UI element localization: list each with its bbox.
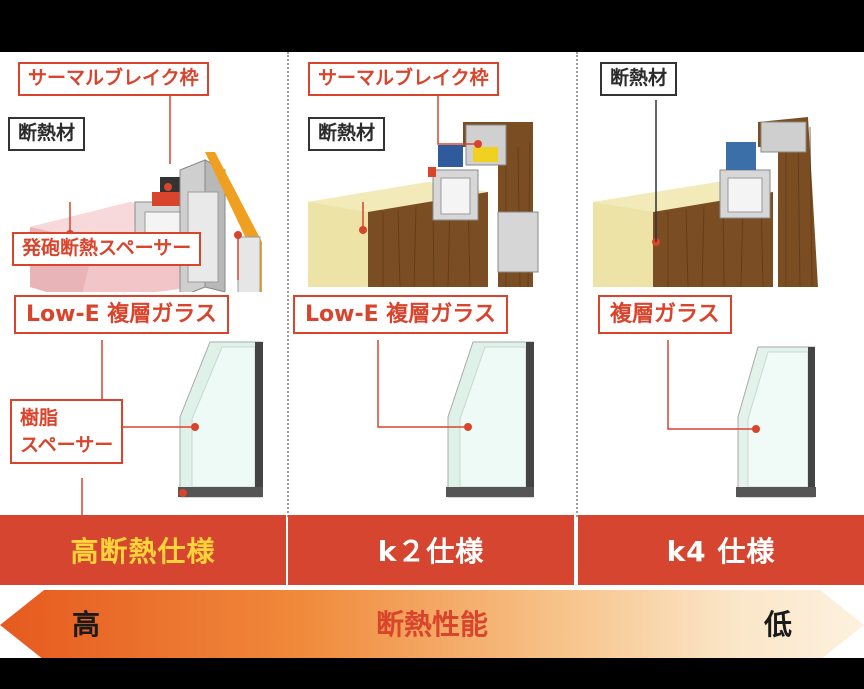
frame-glass-illustration [736,346,816,498]
spec-label: k２仕様 [377,535,485,568]
performance-low-label: 低 [764,608,793,641]
spec-band-high-insulation: 高断熱仕様 [0,515,286,585]
label-double-glass: 複層ガラス [598,295,732,335]
performance-gradient-bar [0,590,864,658]
label-insulation: 断熱材 [8,117,86,151]
label-resin-spacer: 樹脂 スペーサー [10,399,124,465]
label-insulation: 断熱材 [600,62,678,96]
spec-band-k4: k4 仕様 [578,515,864,585]
label-thermal-break-frame: サーマルブレイク枠 [18,62,209,96]
label-resin-spacer-line1: 樹脂 [20,407,59,429]
column-k2: サーマルブレイク枠 断熱材 Low-E 複層ガラス k２仕様 [288,52,574,658]
spec-label: 高断熱仕様 [70,535,216,568]
performance-high-label: 高 [72,608,101,641]
column-high-insulation: サーマルブレイク枠 断熱材 発砲断熱スペーサー Low-E 複層ガラス 樹脂 ス… [0,52,286,658]
spec-band-k2: k２仕様 [288,515,574,585]
label-low-e-glass: Low-E 複層ガラス [14,295,229,335]
frame-cross-section-illustration [593,117,818,288]
frame-glass-illustration [446,341,534,498]
label-insulation: 断熱材 [308,117,386,151]
column-divider [287,52,289,517]
label-foam-spacer: 発砲断熱スペーサー [12,232,202,266]
comparison-figure: サーマルブレイク枠 断熱材 発砲断熱スペーサー Low-E 複層ガラス 樹脂 ス… [0,52,864,658]
spec-label: k4 仕様 [666,535,776,568]
performance-title: 断熱性能 [375,608,488,641]
label-low-e-glass: Low-E 複層ガラス [293,295,508,335]
label-thermal-break-frame: サーマルブレイク枠 [308,62,499,96]
label-resin-spacer-line2: スペーサー [20,433,114,456]
frame-cross-section-illustration [308,122,539,288]
column-divider [576,52,578,517]
column-k4: 断熱材 複層ガラス k4 仕様 [578,52,864,658]
insulation-performance-arrow: 高 断熱性能 低 [0,590,864,658]
